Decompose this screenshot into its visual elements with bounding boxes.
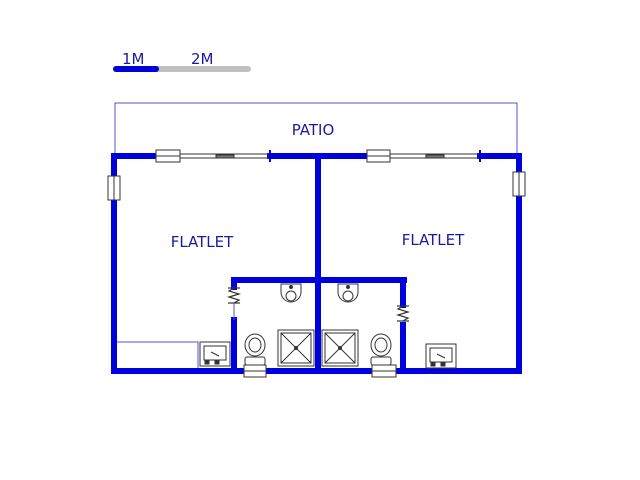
shower-left bbox=[277, 329, 315, 367]
window-bottom-left bbox=[243, 364, 267, 378]
window-top-right bbox=[366, 149, 391, 163]
kitchen-sink-right bbox=[425, 343, 457, 369]
bathroom-door-right bbox=[395, 305, 411, 322]
sliding-door-left bbox=[180, 150, 271, 162]
toilet-left bbox=[244, 333, 266, 366]
window-top-left bbox=[155, 149, 181, 163]
basin-right bbox=[337, 283, 359, 303]
flatlet-right-label: FLATLET bbox=[402, 231, 465, 249]
window-left-wall bbox=[107, 175, 121, 201]
sliding-door-right bbox=[390, 150, 481, 162]
basin-left bbox=[280, 283, 302, 303]
flatlet-left-label: FLATLET bbox=[171, 233, 234, 251]
scale-bar: 1M 2M bbox=[113, 50, 251, 72]
bathroom-door-left bbox=[226, 287, 242, 320]
walls bbox=[111, 153, 522, 374]
patio-label: PATIO bbox=[292, 121, 335, 139]
toilet-right bbox=[370, 333, 392, 366]
kitchen-sink-left bbox=[199, 341, 231, 367]
scale-label-2m: 2M bbox=[191, 50, 214, 68]
window-right-wall bbox=[512, 171, 526, 197]
window-bottom-right bbox=[371, 364, 397, 378]
scale-label-1m: 1M bbox=[122, 50, 145, 68]
patio-outline bbox=[114, 102, 518, 155]
shower-right bbox=[321, 329, 359, 367]
counter-outline bbox=[117, 341, 199, 368]
